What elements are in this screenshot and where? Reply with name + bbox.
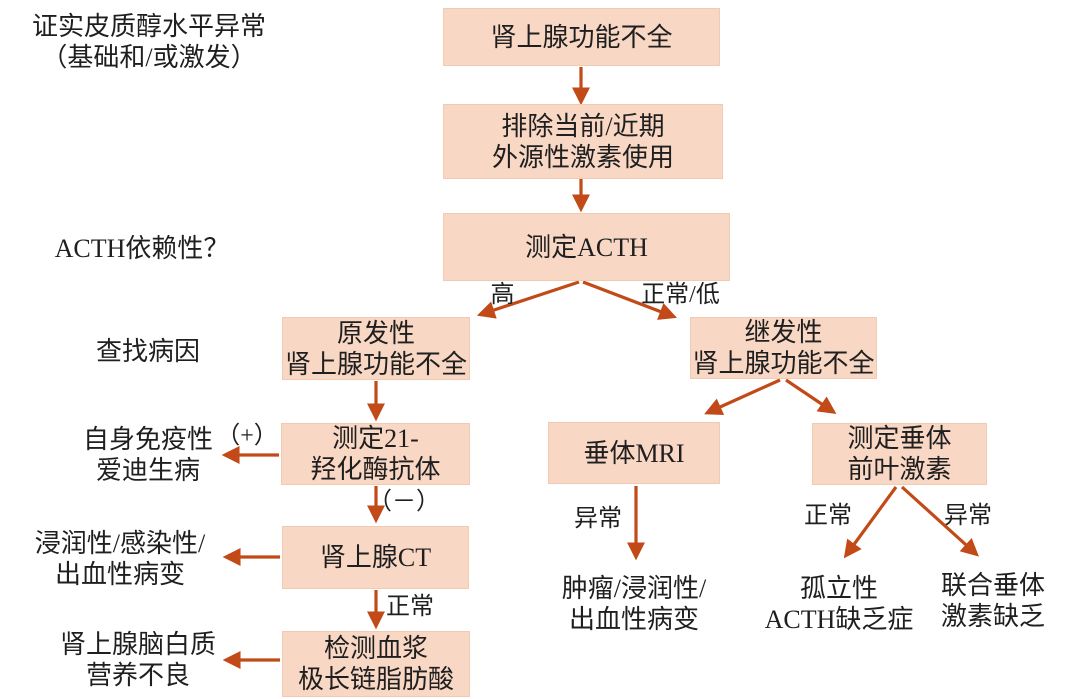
node-line: 肾上腺功能不全 bbox=[692, 349, 875, 378]
outcome-line: ACTH缺乏症 bbox=[764, 605, 914, 634]
arrow-hormones-abnormal-to-combined bbox=[900, 485, 979, 557]
node-adrenal-ct: 肾上腺CT bbox=[282, 526, 469, 589]
node-line: 前叶激素 bbox=[847, 455, 952, 484]
outcome-combined-pituitary-deficiency: 联合垂体 激素缺乏 bbox=[908, 570, 1078, 632]
edge-label-acth-normal-low: 正常/低 bbox=[641, 282, 720, 308]
outcome-line: 激素缺乏 bbox=[940, 602, 1045, 631]
outcome-line: 浸润性/感染性/ bbox=[34, 529, 206, 558]
edge-label-antibody-positive: （+） bbox=[216, 423, 278, 449]
arrow-acth-high-to-primary bbox=[476, 280, 580, 319]
node-exclude-exogenous-hormones: 排除当前/近期 外源性激素使用 bbox=[443, 104, 723, 179]
node-line: 羟化酶抗体 bbox=[310, 455, 441, 484]
stage-label-line: 查找病因 bbox=[95, 337, 200, 366]
outcome-line: 联合垂体 bbox=[940, 571, 1045, 600]
node-line: 排除当前/近期 bbox=[501, 111, 665, 141]
stage-label-acth-dependence: ACTH依赖性？ bbox=[22, 233, 262, 264]
node-line: 肾上腺功能不全 bbox=[490, 22, 673, 52]
node-line: 测定21- bbox=[332, 424, 419, 453]
node-measure-21-hydroxylase-antibody: 测定21- 羟化酶抗体 bbox=[281, 423, 470, 485]
node-line: 测定ACTH bbox=[525, 232, 648, 262]
stage-label-confirm-cortisol: 证实皮质醇水平异常 （基础和/或激发） bbox=[18, 11, 280, 73]
outcome-autoimmune-addison: 自身免疫性 爱迪生病 bbox=[48, 424, 248, 486]
node-adrenal-insufficiency: 肾上腺功能不全 bbox=[443, 8, 720, 66]
node-line: 肾上腺功能不全 bbox=[284, 349, 467, 379]
node-line: 继发性 bbox=[744, 318, 823, 347]
arrow-secondary-to-mri bbox=[704, 378, 781, 416]
node-secondary-adrenal-insufficiency: 继发性 肾上腺功能不全 bbox=[690, 317, 877, 379]
edge-label-antibody-negative: （－） bbox=[368, 489, 440, 515]
arrow-secondary-to-hormones bbox=[785, 378, 837, 415]
outcome-line: 肿瘤/浸润性/ bbox=[561, 574, 707, 603]
node-line: 极长链脂肪酸 bbox=[297, 665, 454, 694]
arrow-hormones-normal-to-isolated bbox=[843, 486, 898, 559]
outcome-line: 肾上腺脑白质 bbox=[59, 630, 216, 659]
node-line: 检测血浆 bbox=[323, 634, 428, 663]
edge-label-hormones-normal: 正常 bbox=[804, 503, 852, 529]
arrow-acth-normallow-to-secondary bbox=[582, 280, 678, 320]
outcome-line: 自身免疫性 bbox=[82, 425, 213, 454]
edge-label-ct-normal: 正常 bbox=[386, 594, 434, 620]
outcome-infiltrative-infectious-hemorrhagic: 浸润性/感染性/ 出血性病变 bbox=[10, 528, 230, 590]
node-line: 垂体MRI bbox=[583, 438, 685, 468]
node-line: 测定垂体 bbox=[847, 424, 952, 453]
outcome-tumor-infiltrative-hemorrhagic: 肿瘤/浸润性/ 出血性病变 bbox=[534, 573, 734, 635]
stage-label-line: 证实皮质醇水平异常 bbox=[31, 12, 266, 41]
node-line: 原发性 bbox=[336, 318, 415, 348]
node-pituitary-mri: 垂体MRI bbox=[548, 422, 720, 484]
outcome-line: 爱迪生病 bbox=[95, 456, 200, 485]
node-line: 外源性激素使用 bbox=[491, 142, 674, 172]
edge-label-hormones-abnormal: 异常 bbox=[944, 503, 992, 529]
edge-label-mri-abnormal: 异常 bbox=[574, 506, 622, 532]
stage-label-line: ACTH依赖性？ bbox=[54, 234, 230, 263]
node-primary-adrenal-insufficiency: 原发性 肾上腺功能不全 bbox=[282, 317, 470, 380]
stage-label-find-cause: 查找病因 bbox=[28, 336, 268, 367]
outcome-line: 出血性病变 bbox=[54, 560, 185, 589]
node-plasma-vlcfa: 检测血浆 极长链脂肪酸 bbox=[282, 631, 470, 697]
outcome-adrenoleukodystrophy: 肾上腺脑白质 营养不良 bbox=[38, 629, 238, 691]
outcome-isolated-acth-deficiency: 孤立性 ACTH缺乏症 bbox=[739, 573, 939, 635]
node-pituitary-anterior-hormones: 测定垂体 前叶激素 bbox=[812, 423, 987, 485]
outcome-line: 孤立性 bbox=[799, 574, 878, 603]
stage-label-line: （基础和/或激发） bbox=[41, 43, 257, 72]
node-line: 肾上腺CT bbox=[319, 543, 432, 572]
node-measure-acth: 测定ACTH bbox=[443, 213, 730, 281]
edge-label-acth-high: 高 bbox=[490, 282, 515, 308]
outcome-line: 营养不良 bbox=[85, 661, 190, 690]
outcome-line: 出血性病变 bbox=[568, 605, 699, 634]
